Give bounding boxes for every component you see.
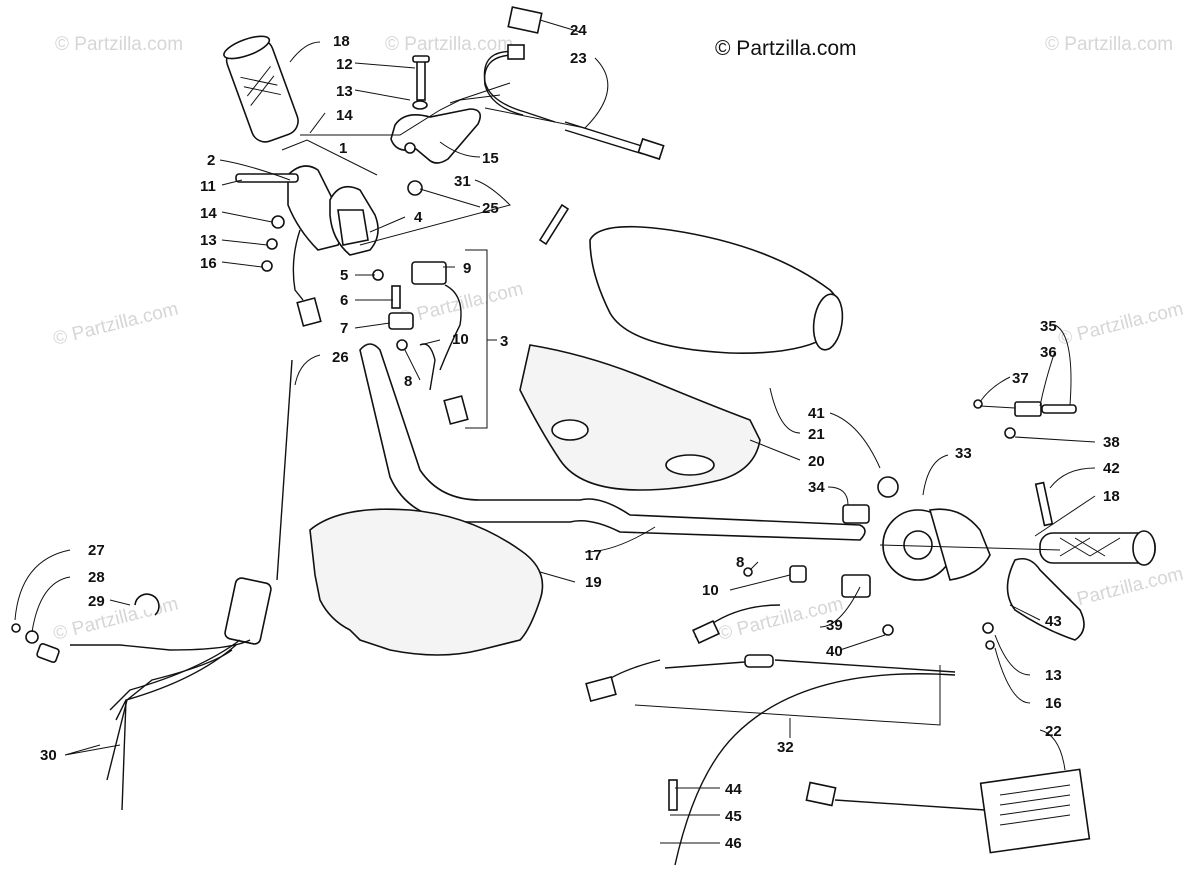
- washer-drawing: [412, 100, 428, 110]
- callout-18-right: 18: [1103, 488, 1120, 505]
- nut-25-drawing: [407, 180, 423, 196]
- callout-3: 3: [500, 333, 508, 350]
- pad-19-drawing: [309, 508, 544, 656]
- callout-10-right: 10: [702, 582, 719, 599]
- callout-8-right: 8: [736, 554, 744, 571]
- callout-13-right: 13: [1045, 667, 1062, 684]
- watermark: © Partzilla.com: [51, 299, 180, 350]
- pad-21-drawing: [589, 225, 841, 354]
- callout-30: 30: [40, 747, 57, 764]
- callout-42: 42: [1103, 460, 1120, 477]
- callout-1: 1: [339, 140, 347, 157]
- copyright-text: © Partzilla.com: [715, 37, 857, 60]
- bolt-12-drawing: [416, 59, 426, 101]
- callout-44: 44: [725, 781, 742, 798]
- watermarks: © Partzilla.com © Partzilla.com © Partzi…: [51, 34, 1185, 645]
- callout-20: 20: [808, 453, 825, 470]
- callout-14-top: 14: [336, 107, 353, 124]
- lever-43-drawing: [1006, 557, 1085, 641]
- left-grip-drawing: [223, 35, 299, 143]
- cover-20-drawing: [519, 344, 761, 491]
- callout-16-left: 16: [200, 255, 217, 272]
- switch-39-drawing: [841, 574, 871, 598]
- callout-13-left: 13: [200, 232, 217, 249]
- callout-16-right: 16: [1045, 695, 1062, 712]
- parts: [11, 6, 1156, 866]
- callout-2: 2: [207, 152, 215, 169]
- callout-25: 25: [482, 200, 499, 217]
- cap-41-drawing: [877, 476, 899, 498]
- callout-21: 21: [808, 426, 825, 443]
- callout-35: 35: [1040, 318, 1057, 335]
- callout-45: 45: [725, 808, 742, 825]
- callout-10-left: 10: [452, 331, 469, 348]
- watermark: © Partzilla.com: [55, 34, 183, 55]
- callout-4: 4: [414, 209, 423, 226]
- callout-17: 17: [585, 547, 602, 564]
- callout-38: 38: [1103, 434, 1120, 451]
- callouts: 18 12 13 14 1 2 11 14 13 16 15 31 25 4 9…: [40, 22, 1120, 852]
- callout-34: 34: [808, 479, 825, 496]
- watermark: © Partzilla.com: [1056, 299, 1185, 350]
- clip-29-drawing: [134, 593, 160, 616]
- callout-37: 37: [1012, 370, 1029, 387]
- bracket-36-drawing: [1014, 401, 1042, 417]
- cable-26-drawing: [276, 359, 293, 581]
- switch-9-drawing: [411, 261, 447, 285]
- callout-5: 5: [340, 267, 348, 284]
- callout-39: 39: [826, 617, 843, 634]
- callout-46: 46: [725, 835, 742, 852]
- callout-19: 19: [585, 574, 602, 591]
- callout-31: 31: [454, 173, 471, 190]
- callout-22: 22: [1045, 723, 1062, 740]
- callout-12: 12: [336, 56, 353, 73]
- callout-24: 24: [570, 22, 587, 39]
- leader-lines: [14, 19, 1096, 844]
- callout-9: 9: [463, 260, 471, 277]
- callout-8-left: 8: [404, 373, 412, 390]
- callout-27: 27: [88, 542, 105, 559]
- connector-24-drawing: [507, 6, 543, 34]
- callout-26: 26: [332, 349, 349, 366]
- callout-29: 29: [88, 593, 105, 610]
- right-grip-drawing: [1039, 530, 1156, 566]
- callout-7: 7: [340, 320, 348, 337]
- bolt-11-drawing: [235, 173, 299, 183]
- cable-44-drawing: [674, 673, 956, 866]
- callout-33: 33: [955, 445, 972, 462]
- watermark: © Partzilla.com: [385, 34, 513, 55]
- bolt-42-drawing: [1034, 481, 1054, 527]
- callout-28: 28: [88, 569, 105, 586]
- callout-13-top: 13: [336, 83, 353, 100]
- callout-41: 41: [808, 405, 825, 422]
- pin-31-drawing: [538, 203, 570, 246]
- connector-34-drawing: [842, 504, 870, 524]
- callout-36: 36: [1040, 344, 1057, 361]
- callout-6: 6: [340, 292, 348, 309]
- callout-18-left: 18: [333, 33, 350, 50]
- cable-23-drawing: [483, 50, 556, 123]
- callout-11: 11: [200, 178, 216, 195]
- callout-32: 32: [777, 739, 794, 756]
- heater-22-drawing: [979, 768, 1091, 854]
- callout-15: 15: [482, 150, 499, 167]
- callout-40: 40: [826, 643, 843, 660]
- watermark: © Partzilla.com: [1045, 34, 1173, 55]
- callout-23: 23: [570, 50, 587, 67]
- callout-14-left: 14: [200, 205, 217, 222]
- callout-43: 43: [1045, 613, 1062, 630]
